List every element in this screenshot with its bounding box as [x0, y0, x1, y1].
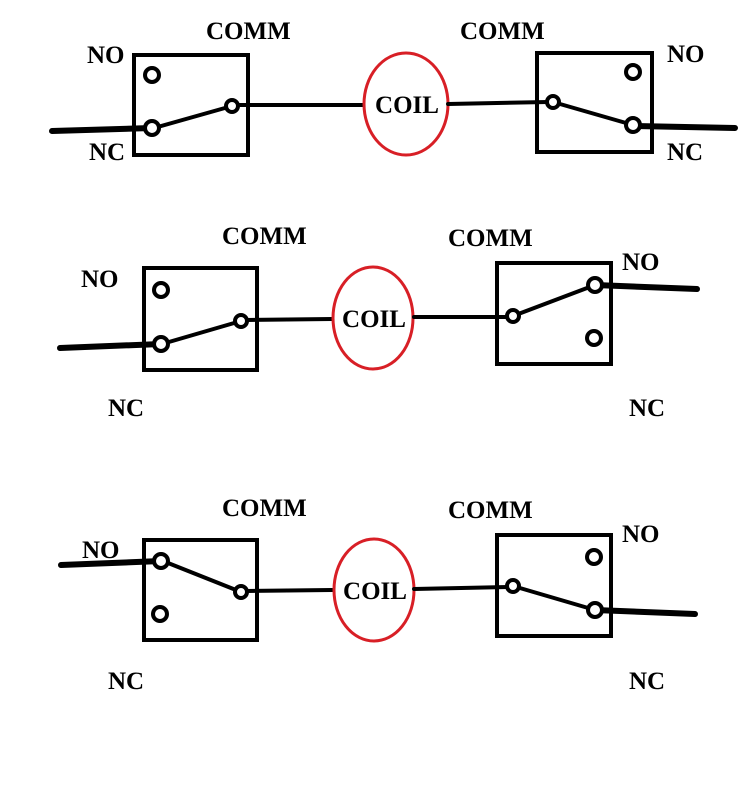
- row-2-left-comm-terminal: [233, 313, 249, 329]
- row-1-coil: COIL: [362, 51, 450, 157]
- row-2-right-no-lead: [592, 282, 700, 292]
- row-2-left-comm-label: COMM: [222, 223, 307, 250]
- row-2-left-coil-wire: [245, 317, 334, 322]
- row-3-left-switch: COMM NO NC: [58, 495, 307, 695]
- row-1-left-nc-lead: [49, 125, 155, 134]
- row-3-left-coil-wire: [245, 588, 334, 593]
- row-2-left-switch: COMM NO NC: [57, 223, 307, 422]
- row-1-right-switch: COMM NO NC: [460, 18, 738, 166]
- row-3-left-no-label: NO: [82, 537, 120, 564]
- row-1-left-comm-label: COMM: [206, 18, 291, 45]
- row-3-right-switch-arm: [511, 584, 597, 612]
- row-2-right-comm-terminal: [505, 308, 521, 324]
- row-3-left-no-terminal: [152, 552, 170, 570]
- row-1-right-nc-label: NC: [667, 139, 703, 166]
- row-1-right-comm-label: COMM: [460, 18, 545, 45]
- row-2-right-switch: COMM NO NC: [448, 225, 700, 422]
- row-3-right-coil-wire: [412, 585, 510, 591]
- row-2-right-nc-label: NC: [629, 395, 665, 422]
- row-3-coil: COIL: [332, 537, 416, 643]
- row-1-right-nc-terminal: [624, 116, 642, 134]
- row-1-right-switch-box: [535, 51, 654, 154]
- row-1-coil-label: COIL: [375, 92, 439, 119]
- row-2-right-no-label: NO: [622, 249, 660, 276]
- row-1-left-switch-arm: [152, 104, 234, 130]
- row-2-coil: COIL: [331, 265, 415, 371]
- row-3-right-nc-label: NC: [629, 668, 665, 695]
- row-1-right-comm-terminal: [545, 94, 561, 110]
- row-2-left-no-label: NO: [81, 266, 119, 293]
- row-3-left-nc-terminal: [151, 605, 169, 623]
- row-3-right-nc-terminal: [586, 601, 604, 619]
- row-2-right-comm-label: COMM: [448, 225, 533, 252]
- row-1-left-nc-terminal: [143, 119, 161, 137]
- row-1-left-comm-terminal: [224, 98, 240, 114]
- row-2-right-switch-box: [495, 261, 613, 366]
- row-3-right-no-label: NO: [622, 521, 660, 548]
- relay-row-1: COMM NO NC COIL COMM NO NC: [49, 18, 738, 166]
- row-3-coil-label: COIL: [343, 578, 407, 605]
- row-3-left-comm-terminal: [233, 584, 249, 600]
- row-3-right-comm-label: COMM: [448, 497, 533, 524]
- relay-row-3: COMM NO NC COIL COMM NO NC: [58, 495, 698, 695]
- row-3-right-switch: COMM NO NC: [448, 497, 698, 695]
- row-2-left-switch-arm: [160, 319, 243, 346]
- row-1-left-nc-label: NC: [89, 139, 125, 166]
- row-1-left-no-label: NO: [87, 42, 125, 69]
- row-1-right-switch-arm: [551, 100, 635, 127]
- row-3-left-no-lead: [58, 558, 164, 568]
- row-2-left-nc-lead: [57, 341, 164, 351]
- row-3-left-switch-arm: [161, 559, 243, 594]
- row-2-right-no-terminal: [586, 276, 604, 294]
- row-3-right-comm-terminal: [505, 578, 521, 594]
- row-1-left-no-terminal: [143, 66, 161, 84]
- row-3-right-no-terminal: [585, 548, 603, 566]
- row-2-right-nc-terminal: [585, 329, 603, 347]
- row-2-left-no-terminal: [152, 281, 170, 299]
- row-3-left-nc-label: NC: [108, 668, 144, 695]
- relay-row-2: COMM NO NC COIL COMM NO NC: [57, 223, 700, 422]
- row-2-left-nc-label: NC: [108, 395, 144, 422]
- row-2-coil-label: COIL: [342, 306, 406, 333]
- row-3-right-switch-box: [495, 533, 613, 638]
- row-3-right-nc-lead: [592, 607, 698, 617]
- row-1-right-no-terminal: [624, 63, 642, 81]
- row-2-left-nc-terminal: [152, 335, 170, 353]
- row-3-left-comm-label: COMM: [222, 495, 307, 522]
- row-1-right-coil-wire: [446, 100, 550, 106]
- row-1-left-switch: COMM NO NC: [49, 18, 291, 166]
- row-2-right-switch-arm: [511, 283, 597, 318]
- row-1-right-no-label: NO: [667, 41, 705, 68]
- row-1-right-nc-lead: [630, 123, 738, 131]
